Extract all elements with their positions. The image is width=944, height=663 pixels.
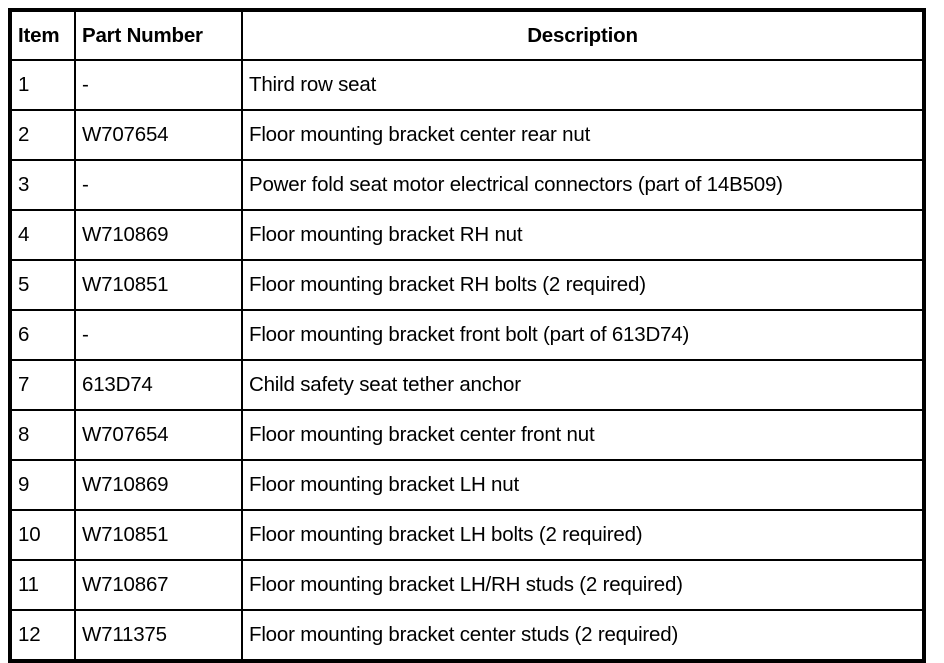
cell-item: 8 [9,409,76,461]
table-header: Item Part Number Description [9,9,925,61]
cell-description: Third row seat [241,59,925,111]
table-row: 1 - Third row seat [9,59,925,111]
cell-item: 3 [9,159,76,211]
cell-item: 11 [9,559,76,611]
cell-description: Floor mounting bracket LH nut [241,459,925,511]
column-header-item: Item [9,9,76,61]
cell-item: 2 [9,109,76,161]
table-row: 5 W710851 Floor mounting bracket RH bolt… [9,259,925,311]
cell-description: Power fold seat motor electrical connect… [241,159,925,211]
cell-item: 1 [9,59,76,111]
cell-item: 9 [9,459,76,511]
table-row: 8 W707654 Floor mounting bracket center … [9,409,925,461]
cell-part-number: W710869 [74,209,243,261]
cell-part-number: - [74,59,243,111]
cell-part-number: - [74,309,243,361]
parts-table-sheet: Item Part Number Description 1 - Third r… [8,8,926,663]
column-header-description: Description [241,9,925,61]
table-body: 1 - Third row seat 2 W707654 Floor mount… [9,59,925,662]
table-row: 3 - Power fold seat motor electrical con… [9,159,925,211]
cell-item: 10 [9,509,76,561]
table-row: 6 - Floor mounting bracket front bolt (p… [9,309,925,361]
cell-item: 5 [9,259,76,311]
cell-part-number: W710867 [74,559,243,611]
cell-part-number: W707654 [74,109,243,161]
cell-item: 4 [9,209,76,261]
cell-description: Floor mounting bracket center front nut [241,409,925,461]
table-row: 4 W710869 Floor mounting bracket RH nut [9,209,925,261]
cell-description: Child safety seat tether anchor [241,359,925,411]
cell-description: Floor mounting bracket LH/RH studs (2 re… [241,559,925,611]
table-row: 10 W710851 Floor mounting bracket LH bol… [9,509,925,561]
cell-item: 6 [9,309,76,361]
cell-part-number: W710851 [74,509,243,561]
table-row: 11 W710867 Floor mounting bracket LH/RH … [9,559,925,611]
cell-item: 7 [9,359,76,411]
cell-part-number: W710869 [74,459,243,511]
parts-table: Item Part Number Description 1 - Third r… [8,8,926,663]
table-header-row: Item Part Number Description [9,9,925,61]
cell-description: Floor mounting bracket RH nut [241,209,925,261]
table-row: 2 W707654 Floor mounting bracket center … [9,109,925,161]
table-row: 7 613D74 Child safety seat tether anchor [9,359,925,411]
cell-part-number: - [74,159,243,211]
cell-description: Floor mounting bracket LH bolts (2 requi… [241,509,925,561]
cell-part-number: 613D74 [74,359,243,411]
cell-description: Floor mounting bracket front bolt (part … [241,309,925,361]
cell-description: Floor mounting bracket RH bolts (2 requi… [241,259,925,311]
cell-part-number: W710851 [74,259,243,311]
column-header-part-number: Part Number [74,9,243,61]
cell-part-number: W707654 [74,409,243,461]
table-row: 9 W710869 Floor mounting bracket LH nut [9,459,925,511]
cell-description: Floor mounting bracket center rear nut [241,109,925,161]
